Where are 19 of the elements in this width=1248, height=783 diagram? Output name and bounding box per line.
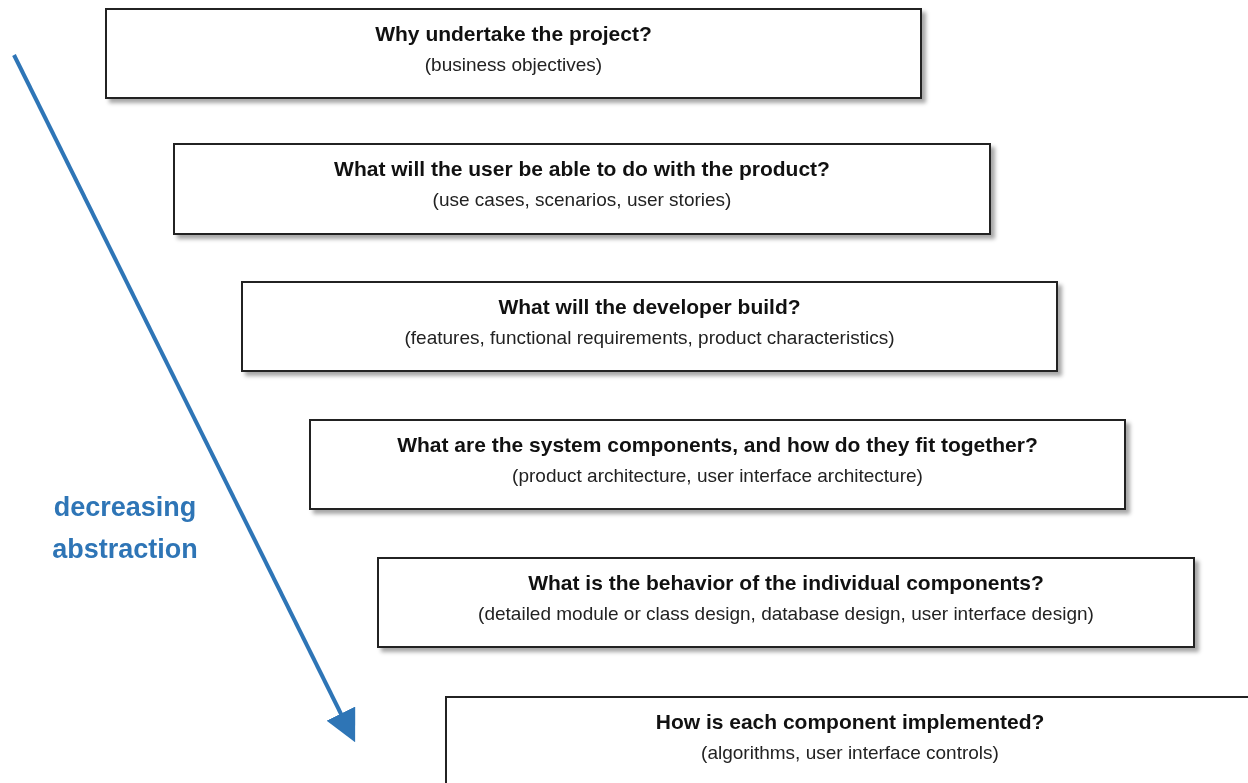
question-box: [377, 557, 1195, 648]
artifact-list: (use cases, scenarios, user stories): [432, 189, 732, 211]
question-box: [241, 281, 1058, 372]
arrow-label: decreasing abstraction: [51, 491, 199, 566]
artifact-list: (product architecture, user interface architecture): [512, 465, 923, 487]
question-box: [309, 419, 1126, 510]
artifact-list: (business objectives): [424, 54, 603, 76]
question-box: [173, 143, 991, 235]
question-box: [445, 696, 1248, 783]
question-heading: What will the developer build?: [498, 295, 801, 319]
artifact-list: (algorithms, user interface controls): [701, 742, 999, 764]
question-heading: What is the behavior of the individual components?: [528, 571, 1044, 595]
question-heading: What will the user be able to do with the product?: [334, 157, 830, 181]
artifact-list: (detailed module or class design, database design, user interface design): [478, 603, 1094, 625]
question-heading: What are the system components, and how do they fit together?: [397, 433, 1038, 457]
question-heading: Why undertake the project?: [375, 22, 652, 46]
question-box: [105, 8, 922, 99]
question-heading: How is each component implemented?: [655, 710, 1045, 734]
artifact-list: (features, functional requirements, product characteristics): [404, 327, 895, 349]
